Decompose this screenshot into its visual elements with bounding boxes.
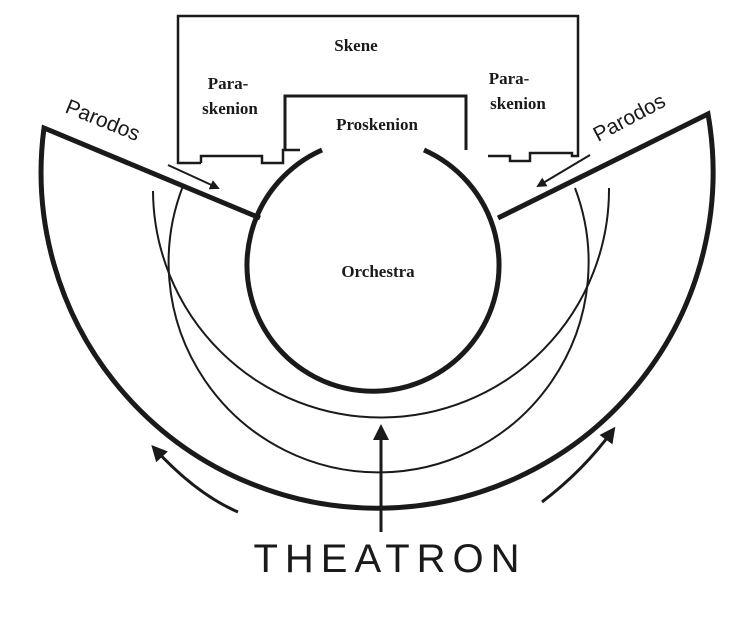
seating-ring-outer xyxy=(152,187,611,419)
skene-building xyxy=(176,14,580,165)
paraskenion-left-label-line2: skenion xyxy=(202,99,258,118)
skene-label: Skene xyxy=(334,36,378,55)
orchestra-circle xyxy=(244,147,502,394)
proskenion-platform xyxy=(283,94,468,150)
theatron-left-arrow xyxy=(151,445,239,514)
orchestra-label: Orchestra xyxy=(341,262,415,281)
seating-ring-inner xyxy=(167,185,590,474)
paraskenion-right-label-line1: Para- xyxy=(489,69,530,88)
proskenion-label: Proskenion xyxy=(336,115,418,134)
paraskenion-right-label-line2: skenion xyxy=(490,94,546,113)
theatron-label: THEATRON xyxy=(253,537,526,581)
theatron-right-arrow xyxy=(541,426,616,504)
parodos-right-arrow xyxy=(536,154,591,188)
parodos-left-arrow xyxy=(167,164,220,190)
paraskenion-left-label-line1: Para- xyxy=(208,74,249,93)
theatron-outer-boundary xyxy=(38,110,716,511)
